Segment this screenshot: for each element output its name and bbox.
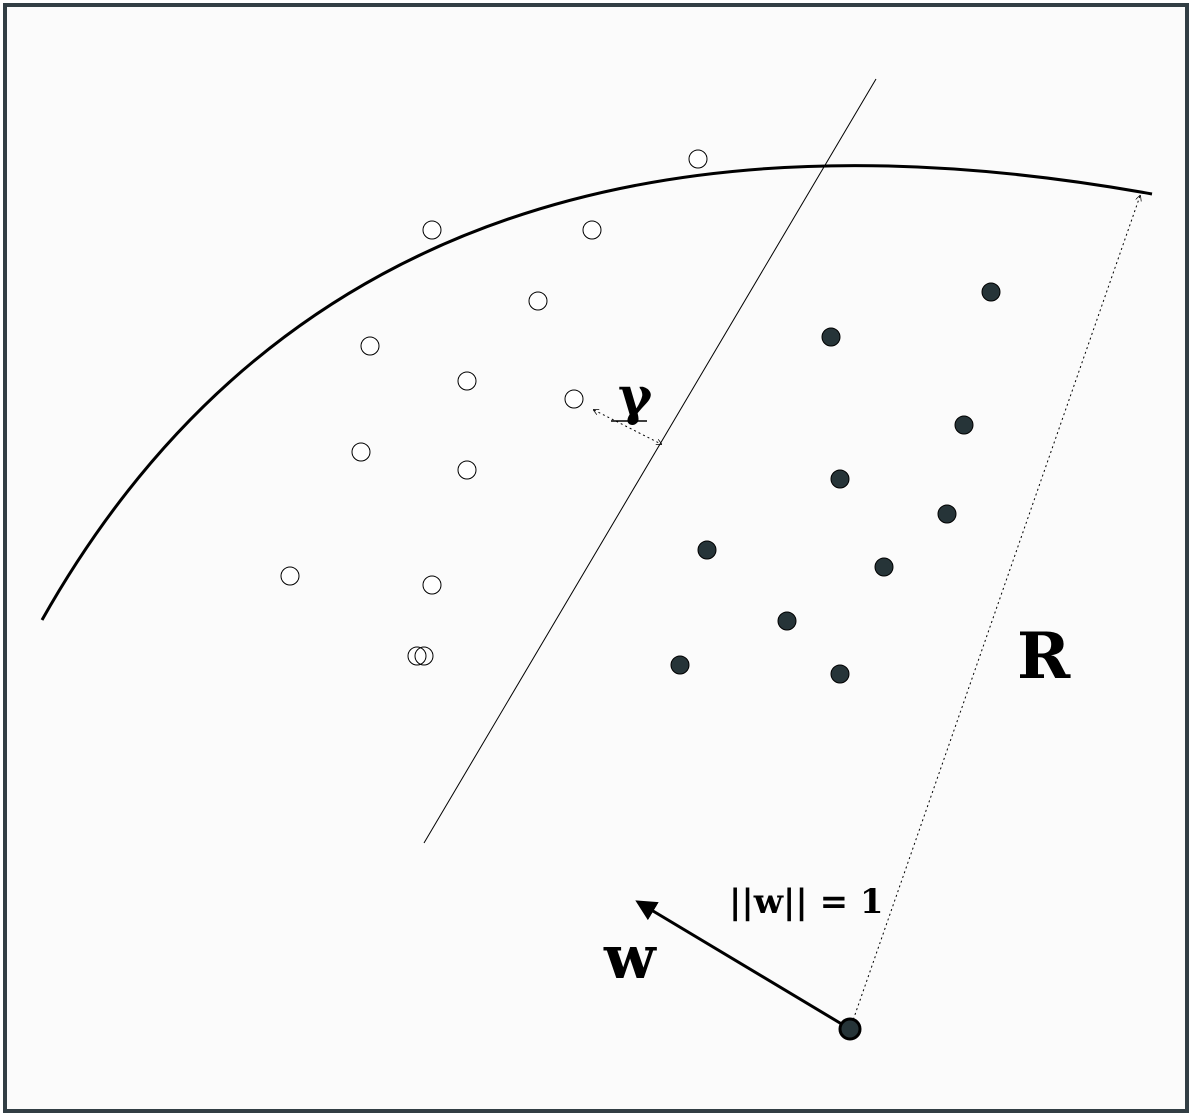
negative-class-points [280, 149, 708, 666]
open-point [414, 646, 434, 666]
positive-class-points [670, 282, 1001, 684]
filled-point [954, 415, 974, 435]
open-point [360, 336, 380, 356]
filled-point [777, 611, 797, 631]
filled-point [830, 469, 850, 489]
filled-point [830, 664, 850, 684]
norm-constraint-label: ||w|| = 1 [729, 882, 884, 922]
open-point [564, 389, 584, 409]
open-point [351, 442, 371, 462]
open-point [407, 646, 427, 666]
open-point [457, 460, 477, 480]
open-point [582, 220, 602, 240]
open-point [457, 371, 477, 391]
radius-arrow [849, 196, 1140, 1030]
filled-point [937, 504, 957, 524]
filled-point [981, 282, 1001, 302]
open-point [422, 575, 442, 595]
filled-point [697, 540, 717, 560]
origin-point [838, 1017, 862, 1041]
open-point [280, 566, 300, 586]
open-point [422, 220, 442, 240]
separating-hyperplane [423, 78, 877, 844]
open-point [688, 149, 708, 169]
open-point [528, 291, 548, 311]
gamma-label: γ [618, 366, 653, 427]
weight-vector-arrow [635, 900, 851, 1031]
radius-boundary-arc [40, 164, 1153, 621]
diagram-frame [3, 3, 1189, 1113]
filled-point [821, 327, 841, 347]
filled-point [670, 655, 690, 675]
weight-vector-label: w [603, 923, 657, 993]
radius-label: R [1017, 619, 1071, 694]
filled-point [874, 557, 894, 577]
